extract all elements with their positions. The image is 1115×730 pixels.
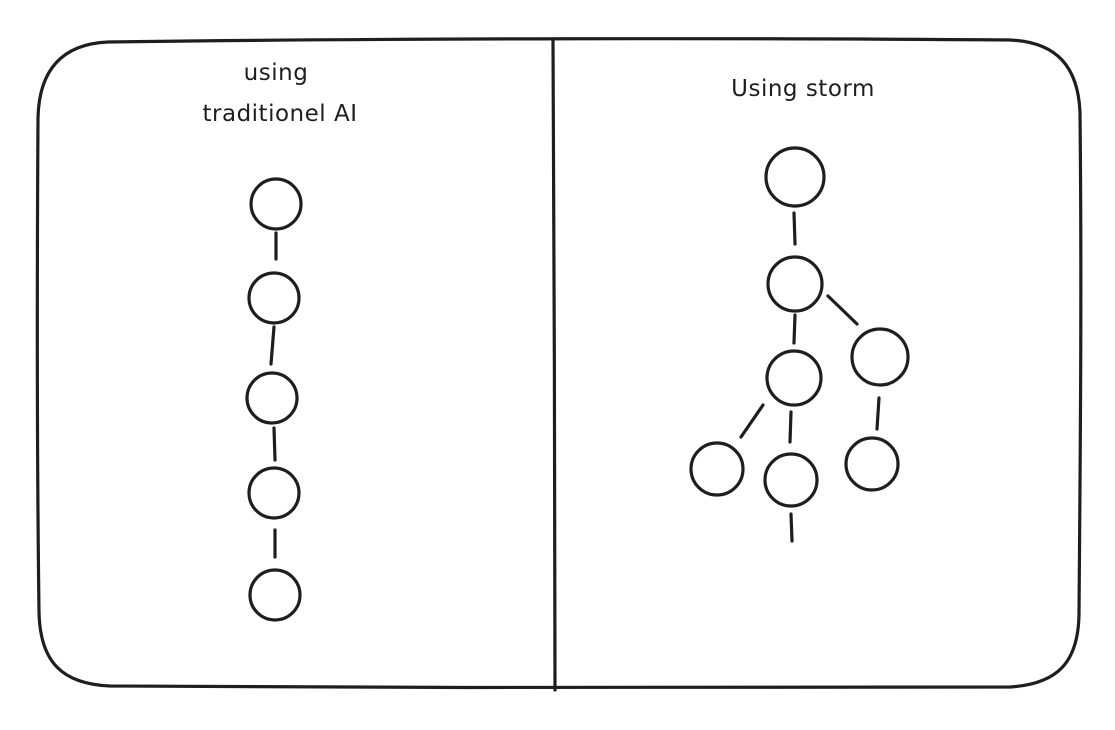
chain-edge-3 bbox=[272, 426, 277, 462]
tree-edge-level1-left bbox=[792, 313, 797, 345]
outer-frame bbox=[35, 37, 1083, 690]
tree-edge-level2-left-a bbox=[739, 403, 765, 439]
chain-edge-2 bbox=[269, 325, 276, 366]
chain-node-5 bbox=[248, 568, 302, 622]
tree-node-leaf-c bbox=[844, 436, 900, 492]
linear-chain bbox=[245, 177, 303, 622]
tree-node-leaf-b bbox=[763, 452, 819, 508]
tree-node-level1 bbox=[766, 255, 824, 313]
tree-edge-level2-left-b bbox=[788, 410, 793, 444]
panel-divider bbox=[551, 38, 557, 692]
chain-node-4 bbox=[247, 466, 301, 520]
branching-tree bbox=[689, 146, 910, 543]
chain-node-3 bbox=[245, 371, 299, 425]
left-panel-title-line2: traditionel AI bbox=[203, 101, 358, 127]
chain-node-1 bbox=[249, 177, 303, 231]
tree-node-root bbox=[764, 146, 826, 208]
tree-edge-level2-right bbox=[875, 396, 881, 431]
left-panel: using traditionel AI bbox=[203, 60, 358, 622]
tree-node-level2-left bbox=[765, 349, 823, 407]
chain-node-2 bbox=[247, 271, 301, 325]
right-panel: Using storm bbox=[689, 76, 910, 543]
tree-edge-level1-right bbox=[826, 294, 859, 326]
tree-node-level2-right bbox=[850, 327, 910, 387]
tree-node-leaf-a bbox=[689, 441, 745, 497]
right-panel-title: Using storm bbox=[731, 76, 875, 102]
left-panel-title-line1: using bbox=[244, 60, 309, 86]
tree-edge-leaf-b-tail bbox=[789, 512, 794, 543]
tree-edge-root-child bbox=[792, 211, 797, 246]
